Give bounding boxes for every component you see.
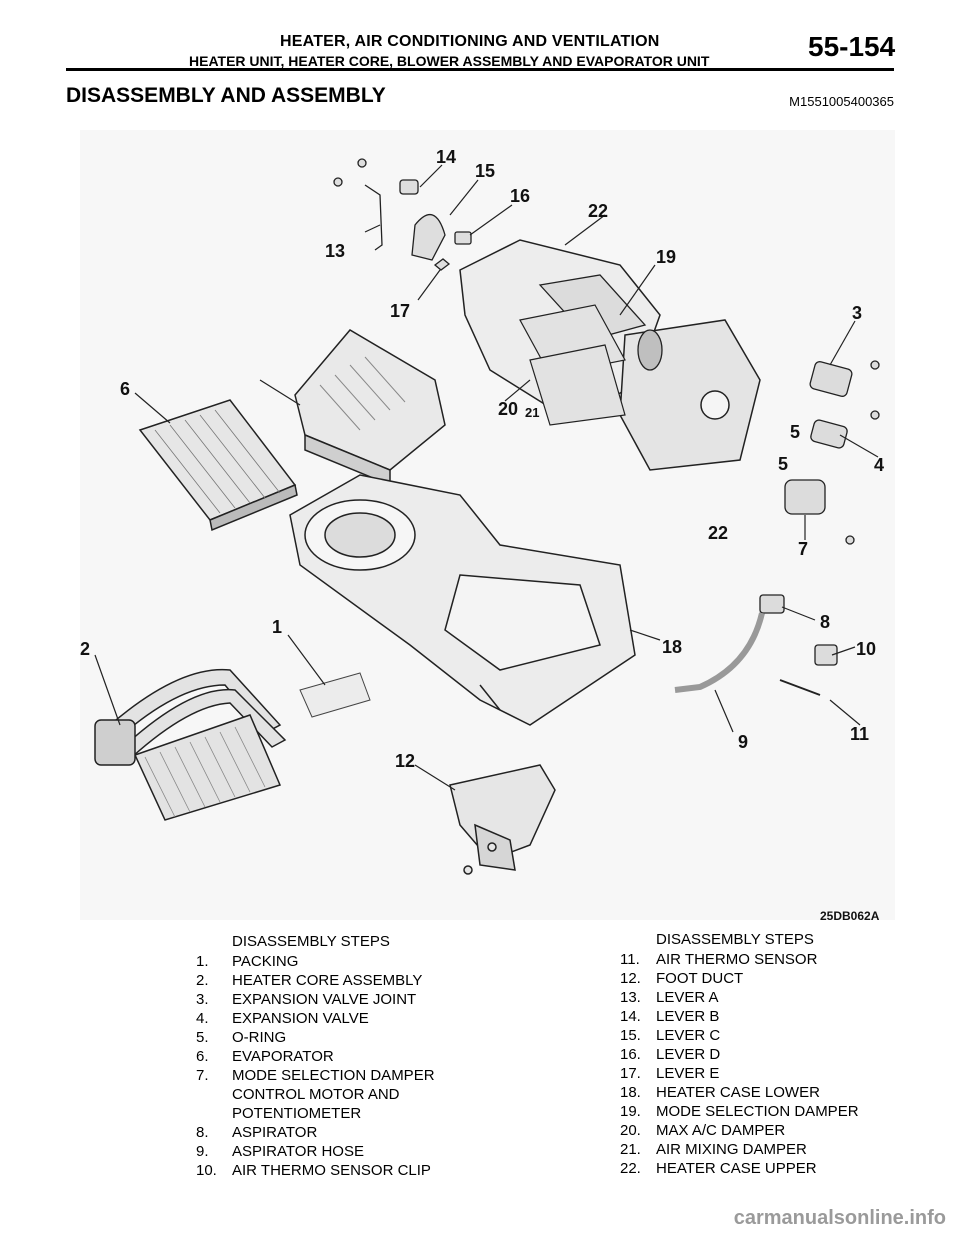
heater-core-part: [94, 668, 287, 821]
step-item: 17.LEVER E: [620, 1065, 720, 1082]
callout-8: 8: [820, 612, 830, 632]
callout-14: 14: [436, 147, 456, 167]
disassembly-steps-right: DISASSEMBLY STEPS 11.AIR THERMO SENSOR 1…: [620, 930, 920, 1178]
chapter-subtitle: HEATER UNIT, HEATER CORE, BLOWER ASSEMBL…: [189, 53, 710, 69]
callout-19: 19: [656, 247, 676, 267]
step-item: 8.ASPIRATOR: [196, 1124, 318, 1141]
step-item: 2.HEATER CORE ASSEMBLY: [196, 972, 423, 989]
foot-duct-part: [449, 764, 556, 875]
step-item: 16.LEVER D: [620, 1046, 721, 1063]
callout-18: 18: [662, 637, 682, 657]
step-item: 9.ASPIRATOR HOSE: [196, 1143, 364, 1160]
packing-part: [299, 672, 371, 718]
steps-heading: DISASSEMBLY STEPS: [656, 931, 814, 948]
step-item: 6.EVAPORATOR: [196, 1048, 334, 1065]
step-item: 10.AIR THERMO SENSOR CLIP: [196, 1162, 431, 1179]
callout-22b: 22: [708, 523, 728, 543]
callout-13: 13: [325, 241, 345, 261]
step-item: 12.FOOT DUCT: [620, 970, 744, 987]
step-item: 22.HEATER CASE UPPER: [620, 1160, 817, 1177]
callout-9: 9: [738, 732, 748, 752]
step-item: 20.MAX A/C DAMPER: [620, 1122, 786, 1139]
step-item: 19.MODE SELECTION DAMPER: [620, 1103, 859, 1120]
callout-5b: 5: [778, 454, 788, 474]
section-title: DISASSEMBLY AND ASSEMBLY: [66, 84, 386, 107]
step-item: 21.AIR MIXING DAMPER: [620, 1141, 807, 1158]
section-code: M1551005400365: [789, 94, 894, 109]
page-number: 55-154: [808, 31, 896, 62]
callout-11: 11: [850, 724, 869, 744]
levers-part: [333, 158, 472, 271]
heater-case-lower-part: [289, 474, 636, 726]
callout-7: 7: [798, 539, 808, 559]
callout-6: 6: [120, 379, 130, 399]
callout-5a: 5: [790, 422, 800, 442]
callout-15: 15: [475, 161, 495, 181]
watermark-text: carmanualsonline.info: [733, 1207, 946, 1229]
callout-10: 10: [856, 639, 876, 659]
step-item: 3.EXPANSION VALVE JOINT: [196, 991, 417, 1008]
callout-4: 4: [874, 455, 884, 475]
callout-1: 1: [272, 617, 282, 637]
callout-17: 17: [390, 301, 410, 321]
actuator-and-sensor-parts: [674, 479, 855, 696]
step-item: 7.MODE SELECTION DAMPER CONTROL MOTOR AN…: [196, 1067, 435, 1122]
figure-code: 25DB062A: [820, 909, 880, 923]
callout-leader-lines: [94, 164, 879, 791]
step-item: 18.HEATER CASE LOWER: [620, 1084, 820, 1101]
evaporator-part: [138, 399, 298, 532]
disassembly-steps-left: DISASSEMBLY STEPS 1.PACKING 2.HEATER COR…: [196, 932, 496, 1180]
callout-3: 3: [852, 303, 862, 323]
step-item: 14.LEVER B: [620, 1008, 720, 1025]
callout-labels: 1 2 3 4 5 5 6 7 8 9 10 11 12 13 14 15 16…: [80, 147, 884, 771]
step-item: 5.O-RING: [196, 1029, 287, 1046]
evaporator-case-part: [294, 329, 446, 487]
damper-plates-part: [519, 304, 626, 426]
steps-heading: DISASSEMBLY STEPS: [232, 933, 390, 950]
callout-16: 16: [510, 186, 530, 206]
callout-2: 2: [80, 639, 90, 659]
callout-22a: 22: [588, 201, 608, 221]
callout-20: 20: [498, 399, 518, 419]
exploded-view-diagram: 1 2 3 4 5 5 6 7 8 9 10 11 12 13 14 15 16…: [60, 125, 900, 925]
step-item: 11.AIR THERMO SENSOR: [620, 951, 818, 968]
step-item: 13.LEVER A: [620, 989, 719, 1006]
step-item: 1.PACKING: [196, 953, 299, 970]
callout-12: 12: [395, 751, 415, 771]
step-item: 15.LEVER C: [620, 1027, 721, 1044]
chapter-title: HEATER, AIR CONDITIONING AND VENTILATION: [280, 33, 660, 50]
header-rule: [66, 68, 894, 71]
step-item: 4.EXPANSION VALVE: [196, 1010, 369, 1027]
expansion-valve-part: [809, 360, 880, 449]
callout-21: 21: [525, 405, 539, 420]
